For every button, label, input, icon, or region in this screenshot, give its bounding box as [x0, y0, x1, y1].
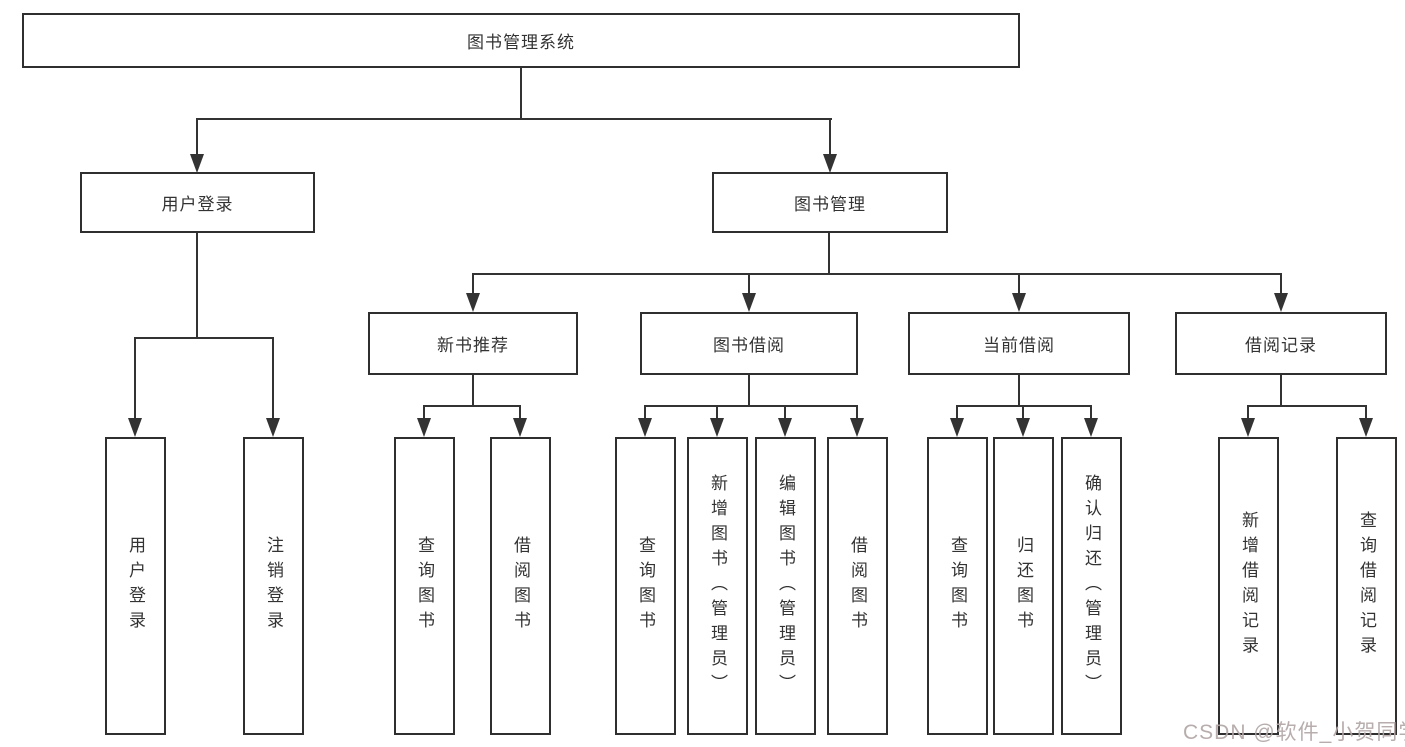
- connector-line: [828, 233, 830, 275]
- node-borrow-records: 借阅记录: [1175, 312, 1387, 375]
- node-book-borrow-label: 图书借阅: [713, 336, 785, 355]
- leaf-return-books: 归还图书: [993, 437, 1054, 735]
- connector-line: [644, 405, 646, 421]
- csdn-watermark: CSDN @软件_小贺同学: [1183, 721, 1405, 744]
- arrowhead-down-icon: [190, 154, 204, 173]
- leaf-confirm-return-admin-label: 确认归还（管理员）: [1082, 473, 1101, 699]
- leaf-borrow-books-label: 借阅图书: [848, 536, 867, 636]
- arrowhead-down-icon: [128, 418, 142, 437]
- connector-line: [1022, 405, 1024, 421]
- leaf-user-login-label: 用户登录: [126, 536, 145, 636]
- node-current-borrow: 当前借阅: [908, 312, 1130, 375]
- arrowhead-down-icon: [466, 293, 480, 312]
- connector-line: [644, 405, 858, 407]
- arrowhead-down-icon: [1012, 293, 1026, 312]
- node-borrow-records-label: 借阅记录: [1245, 336, 1317, 355]
- connector-line: [1090, 405, 1092, 421]
- leaf-logout-label: 注销登录: [264, 536, 283, 636]
- arrowhead-down-icon: [1016, 418, 1030, 437]
- connector-line: [472, 273, 1282, 275]
- arrowhead-down-icon: [638, 418, 652, 437]
- node-root-label: 图书管理系统: [467, 33, 575, 52]
- connector-line: [1247, 405, 1249, 421]
- connector-line: [472, 375, 474, 407]
- leaf-user-login: 用户登录: [105, 437, 166, 735]
- node-root: 图书管理系统: [22, 13, 1020, 68]
- leaf-query-books-current-label: 查询图书: [948, 536, 967, 636]
- leaf-borrow-books-recommend-label: 借阅图书: [511, 536, 530, 636]
- node-current-borrow-label: 当前借阅: [983, 336, 1055, 355]
- connector-line: [272, 337, 274, 421]
- arrowhead-down-icon: [417, 418, 431, 437]
- connector-line: [748, 273, 750, 295]
- leaf-query-books-recommend-label: 查询图书: [415, 536, 434, 636]
- arrowhead-down-icon: [1241, 418, 1255, 437]
- connector-line: [196, 118, 832, 120]
- connector-line: [856, 405, 858, 421]
- connector-line: [196, 233, 198, 339]
- connector-line: [784, 405, 786, 421]
- leaf-query-books-borrow-label: 查询图书: [636, 536, 655, 636]
- connector-line: [423, 405, 521, 407]
- node-user-login-label: 用户登录: [161, 195, 234, 214]
- leaf-query-books-current: 查询图书: [927, 437, 988, 735]
- node-user-login: 用户登录: [80, 172, 315, 233]
- leaf-edit-books-admin: 编辑图书（管理员）: [755, 437, 816, 735]
- arrowhead-down-icon: [850, 418, 864, 437]
- leaf-query-borrow-record-label: 查询借阅记录: [1357, 511, 1376, 661]
- leaf-add-books-admin: 新增图书（管理员）: [687, 437, 748, 735]
- leaf-add-borrow-record-label: 新增借阅记录: [1239, 511, 1258, 661]
- leaf-edit-books-admin-label: 编辑图书（管理员）: [776, 473, 795, 699]
- connector-line: [956, 405, 1092, 407]
- node-book-management: 图书管理: [712, 172, 948, 233]
- connector-line: [1247, 405, 1367, 407]
- connector-line: [956, 405, 958, 421]
- connector-line: [829, 118, 831, 156]
- leaf-add-books-admin-label: 新增图书（管理员）: [708, 473, 727, 699]
- connector-line: [1280, 273, 1282, 295]
- leaf-query-books-borrow: 查询图书: [615, 437, 676, 735]
- connector-line: [1018, 273, 1020, 295]
- connector-line: [134, 337, 136, 421]
- arrowhead-down-icon: [1359, 418, 1373, 437]
- connector-line: [472, 273, 474, 295]
- arrowhead-down-icon: [950, 418, 964, 437]
- node-book-borrow: 图书借阅: [640, 312, 858, 375]
- leaf-logout: 注销登录: [243, 437, 304, 735]
- node-new-book-recommend: 新书推荐: [368, 312, 578, 375]
- arrowhead-down-icon: [742, 293, 756, 312]
- leaf-confirm-return-admin: 确认归还（管理员）: [1061, 437, 1122, 735]
- arrowhead-down-icon: [513, 418, 527, 437]
- leaf-borrow-books: 借阅图书: [827, 437, 888, 735]
- connector-line: [520, 66, 522, 118]
- connector-line: [423, 405, 425, 421]
- connector-line: [1018, 375, 1020, 407]
- leaf-add-borrow-record: 新增借阅记录: [1218, 437, 1279, 735]
- node-book-management-label: 图书管理: [794, 195, 866, 214]
- connector-line: [716, 405, 718, 421]
- connector-line: [196, 118, 198, 156]
- leaf-return-books-label: 归还图书: [1014, 536, 1033, 636]
- connector-line: [519, 405, 521, 421]
- connector-line: [134, 337, 274, 339]
- arrowhead-down-icon: [823, 154, 837, 173]
- node-new-book-recommend-label: 新书推荐: [437, 336, 509, 355]
- connector-line: [748, 375, 750, 407]
- leaf-borrow-books-recommend: 借阅图书: [490, 437, 551, 735]
- leaf-query-books-recommend: 查询图书: [394, 437, 455, 735]
- arrowhead-down-icon: [1274, 293, 1288, 312]
- connector-line: [1365, 405, 1367, 421]
- arrowhead-down-icon: [266, 418, 280, 437]
- arrowhead-down-icon: [778, 418, 792, 437]
- leaf-query-borrow-record: 查询借阅记录: [1336, 437, 1397, 735]
- connector-line: [1280, 375, 1282, 407]
- arrowhead-down-icon: [1084, 418, 1098, 437]
- arrowhead-down-icon: [710, 418, 724, 437]
